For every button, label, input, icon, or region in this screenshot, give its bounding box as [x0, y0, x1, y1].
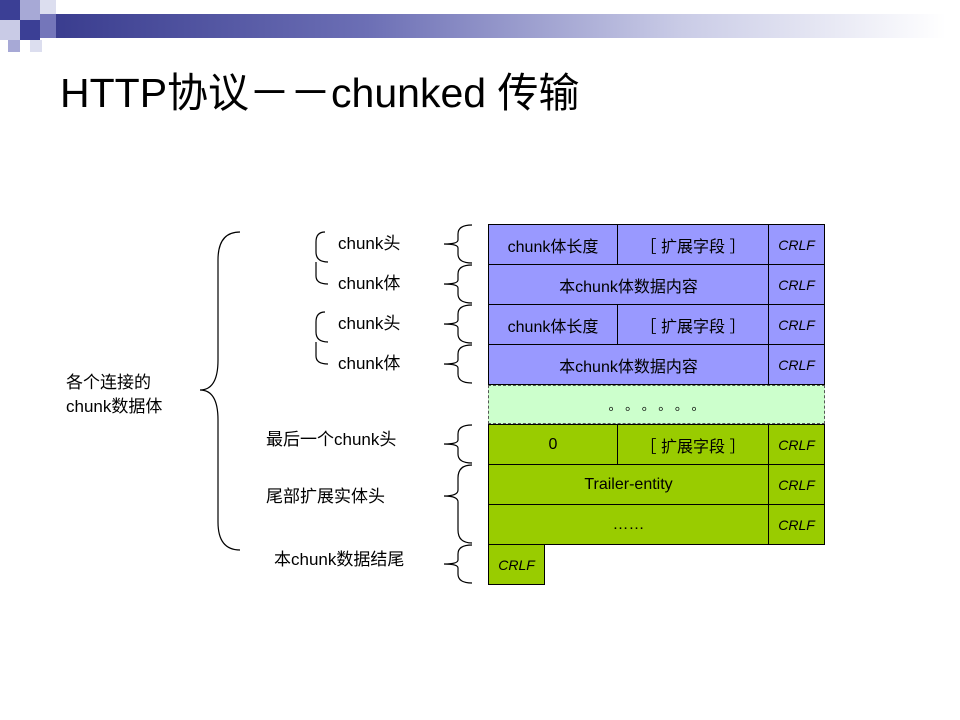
label-chunk-body: chunk体 — [338, 274, 401, 293]
cell-extension: ［ 扩展字段 ］ — [617, 424, 769, 465]
cell-crlf: CRLF — [768, 224, 825, 265]
cell-crlf: CRLF — [768, 344, 825, 385]
chunk-head-brace — [315, 311, 329, 343]
data-end-brace — [443, 544, 473, 584]
group-brace — [199, 231, 241, 551]
chunk-body-brace — [315, 262, 329, 285]
cell-chunk-data: 本chunk体数据内容 — [488, 264, 769, 305]
decor-square — [40, 14, 56, 38]
label-last-chunk-head: 最后一个chunk头 — [266, 430, 397, 449]
cell-crlf: CRLF — [768, 424, 825, 465]
cell-chunk-length: chunk体长度 — [488, 224, 618, 265]
decor-square — [30, 40, 42, 52]
row2-brace — [443, 264, 473, 304]
label-chunk-body: chunk体 — [338, 354, 401, 373]
row4-brace — [443, 344, 473, 384]
chunk-body-brace — [315, 342, 329, 365]
slide-title: HTTP协议－－chunked 传输 — [60, 70, 580, 116]
row1-brace — [443, 224, 473, 264]
group-label-line2: chunk数据体 — [66, 397, 163, 416]
cell-crlf: CRLF — [768, 464, 825, 505]
last-chunk-brace — [443, 424, 473, 464]
group-label-line1: 各个连接的 — [66, 373, 151, 392]
cell-ellipsis-row: 。 。 。 。 。 。 — [488, 385, 825, 424]
label-chunk-data-end: 本chunk数据结尾 — [274, 550, 405, 569]
header-gradient-bar — [56, 14, 946, 38]
decor-square — [40, 0, 56, 14]
cell-crlf: CRLF — [768, 264, 825, 305]
trailer-brace — [443, 464, 473, 544]
row3-brace — [443, 304, 473, 344]
cell-final-crlf: CRLF — [488, 544, 545, 585]
decor-square — [0, 20, 20, 40]
chunk-head-brace — [315, 231, 329, 263]
cell-extension: ［ 扩展字段 ］ — [617, 304, 769, 345]
cell-extension: ［ 扩展字段 ］ — [617, 224, 769, 265]
decor-square — [8, 40, 20, 52]
cell-zero-length: 0 — [488, 424, 618, 465]
cell-crlf: CRLF — [768, 304, 825, 345]
cell-trailer-more: …… — [488, 504, 769, 545]
label-chunk-head: chunk头 — [338, 234, 401, 253]
cell-trailer-entity: Trailer-entity — [488, 464, 769, 505]
cell-chunk-length: chunk体长度 — [488, 304, 618, 345]
decor-square — [0, 0, 20, 20]
cell-chunk-data: 本chunk体数据内容 — [488, 344, 769, 385]
cell-crlf: CRLF — [768, 504, 825, 545]
decor-square — [20, 20, 40, 40]
label-chunk-head: chunk头 — [338, 314, 401, 333]
decor-square — [20, 0, 40, 20]
label-trailer-head: 尾部扩展实体头 — [266, 487, 385, 506]
